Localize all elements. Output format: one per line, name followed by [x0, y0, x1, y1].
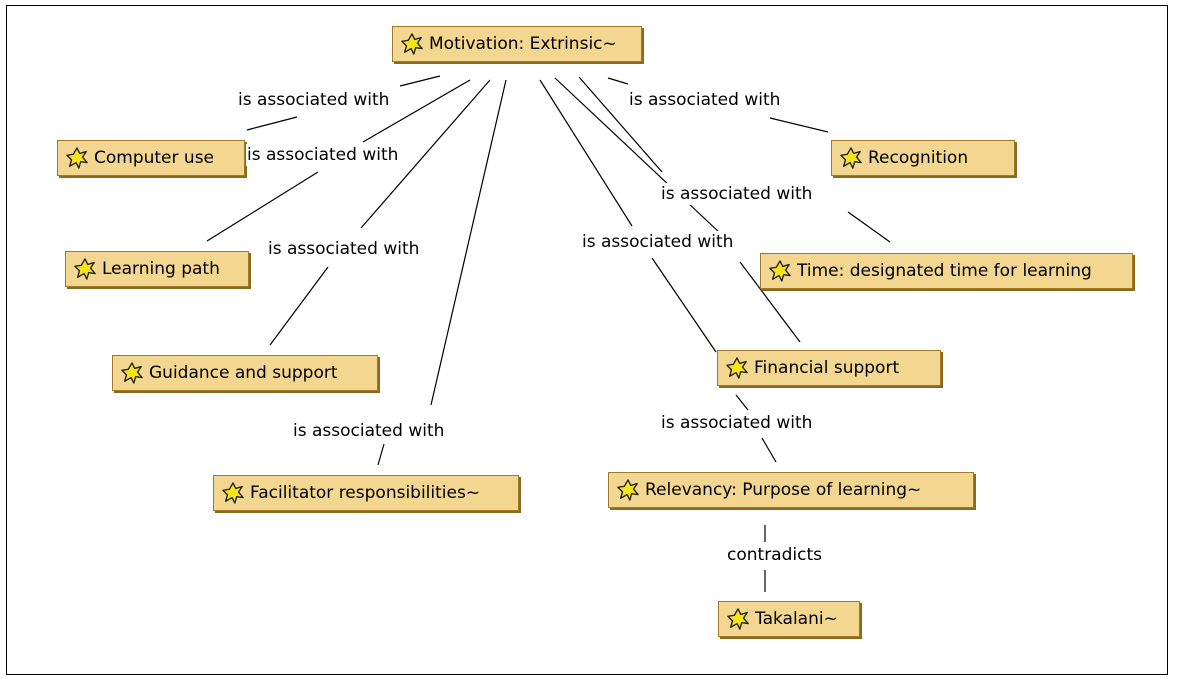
concept-node-icon — [222, 482, 244, 504]
connector-relevancy-2 — [761, 437, 777, 463]
link-label-guidance: is associated with — [267, 238, 421, 260]
connector-learning-path-2 — [206, 171, 319, 242]
concept-node-icon — [66, 147, 88, 169]
node-label: Guidance and support — [149, 363, 338, 383]
link-label-financial: is associated with — [581, 231, 735, 253]
concept-map-canvas — [6, 5, 1168, 675]
node-guidance[interactable]: Guidance and support — [112, 355, 378, 391]
connector-financial-b-2 — [739, 261, 801, 343]
connector-relevancy — [735, 394, 749, 411]
connector-learning-path — [362, 79, 471, 143]
node-relevancy[interactable]: Relevancy: Purpose of learning~ — [608, 472, 974, 508]
node-label: Takalani~ — [755, 609, 838, 629]
link-label-learning-path: is associated with — [246, 144, 400, 166]
node-motivation[interactable]: Motivation: Extrinsic~ — [392, 26, 642, 62]
link-label-takalani: contradicts — [726, 544, 823, 566]
node-computer-use[interactable]: Computer use — [57, 140, 245, 176]
connector-time — [578, 76, 663, 173]
node-recognition[interactable]: Recognition — [831, 140, 1015, 176]
connector-facilitator-2 — [377, 443, 385, 466]
link-label-recognition: is associated with — [628, 89, 782, 111]
concept-node-icon — [727, 608, 749, 630]
concept-node-icon — [726, 357, 748, 379]
concept-node-icon — [840, 147, 862, 169]
connector-financial-b — [554, 77, 721, 234]
concept-node-icon — [74, 258, 96, 280]
concept-node-icon — [617, 479, 639, 501]
node-label: Facilitator responsibilities~ — [250, 483, 481, 503]
concept-node-icon — [121, 362, 143, 384]
link-label-computer-use: is associated with — [237, 89, 391, 111]
node-takalani[interactable]: Takalani~ — [718, 601, 860, 637]
connector-computer-use — [399, 75, 441, 87]
connector-facilitator — [430, 79, 507, 406]
connector-computer-use-2 — [246, 116, 298, 131]
node-time[interactable]: Time: designated time for learning — [760, 253, 1133, 289]
link-label-facilitator: is associated with — [292, 420, 446, 442]
node-label: Recognition — [868, 148, 969, 168]
connector-guidance-2 — [269, 266, 329, 346]
node-label: Relevancy: Purpose of learning~ — [645, 480, 922, 500]
node-financial[interactable]: Financial support — [717, 350, 941, 386]
connector-financial — [539, 79, 633, 227]
connector-recognition — [607, 77, 629, 85]
link-label-time: is associated with — [660, 183, 814, 205]
connector-recognition-2 — [769, 117, 829, 133]
concept-node-icon — [769, 260, 791, 282]
node-label: Financial support — [754, 358, 900, 378]
node-label: Learning path — [102, 259, 220, 279]
node-learning-path[interactable]: Learning path — [65, 251, 249, 287]
connector-guidance — [360, 79, 491, 229]
node-label: Computer use — [94, 148, 215, 168]
node-label: Time: designated time for learning — [797, 261, 1092, 281]
node-facilitator[interactable]: Facilitator responsibilities~ — [213, 475, 519, 511]
connector-time-2 — [847, 211, 891, 243]
connector-financial-2 — [651, 257, 717, 353]
link-label-relevancy: is associated with — [660, 412, 814, 434]
node-label: Motivation: Extrinsic~ — [429, 34, 617, 54]
concept-node-icon — [401, 33, 423, 55]
